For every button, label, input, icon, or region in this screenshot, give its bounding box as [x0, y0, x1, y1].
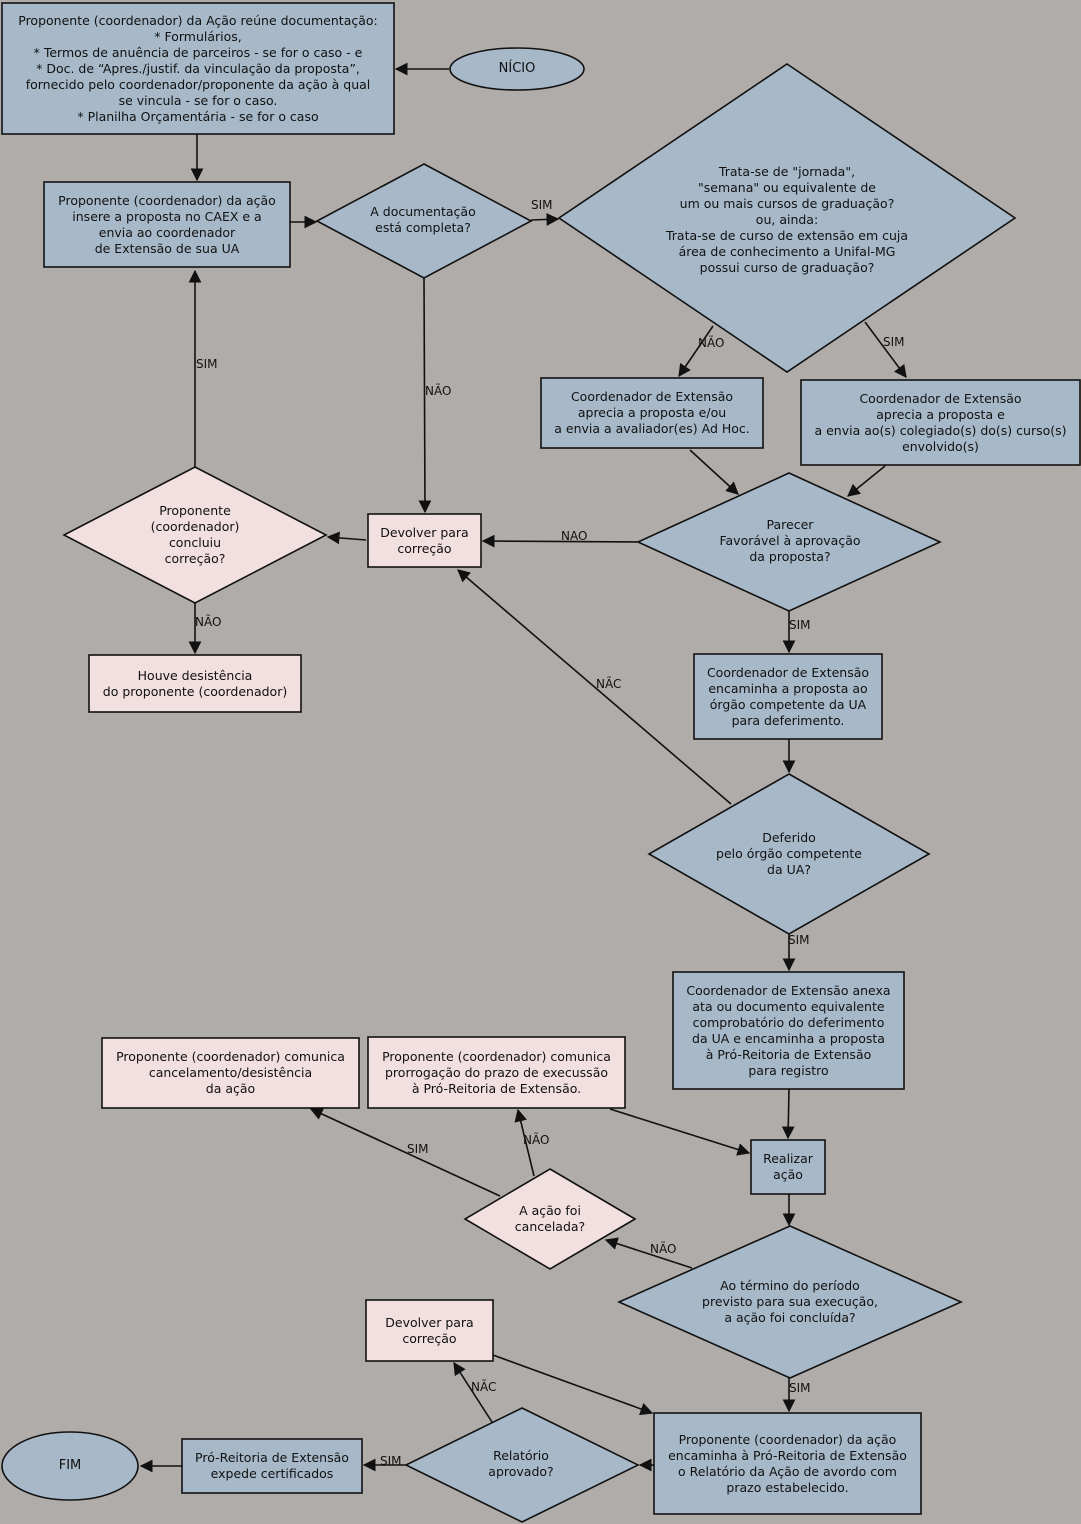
coord-adhoc-shape [540, 377, 764, 449]
comunica-cancelamento-shape [101, 1037, 360, 1109]
comunica-prorrogacao-shape [367, 1036, 626, 1109]
edge-label-parecer-nao: NAO [561, 529, 588, 543]
edge-label-cancelada-nao: NÃO [523, 1133, 550, 1147]
edge-label-termino-nao: NÃO [650, 1242, 677, 1256]
coord-colegiado-box: Coordenador de Extensão aprecia a propos… [814, 390, 1067, 454]
certificados-shape [181, 1438, 363, 1494]
relatorio-diamond [404, 1407, 640, 1523]
edge-adhoc-to-parecer [689, 449, 739, 495]
comunica-cancelamento-box: Proponente (coordenador) comunica cancel… [116, 1049, 345, 1096]
deferido-question: Deferido pelo órgão competente da UA? [716, 830, 862, 877]
edge-label-doc-nao: NÃO [425, 384, 452, 398]
desistencia-box: Houve desistência do proponente (coorden… [102, 667, 288, 699]
edge-relatorio-nao [453, 1361, 493, 1423]
end-node-label: FIM [58, 1458, 82, 1473]
realizar-acao-shape [750, 1139, 826, 1195]
jornada-diamond [557, 63, 1017, 373]
edge-label-jornada-sim: SIM [883, 335, 905, 349]
anexa-ata-shape [672, 971, 905, 1090]
edge-label-relatorio-nao: NÃC [471, 1380, 497, 1394]
termino-question: Ao término do período previsto para sua … [702, 1278, 878, 1325]
edge-label-doc-sim: SIM [531, 198, 553, 212]
edge-parecer-nao [481, 534, 639, 548]
insert-caex-shape [43, 181, 291, 268]
edge-jornada-sim [864, 321, 907, 379]
edge-label-parecer-sim: SIM [789, 618, 811, 632]
edge-doc-sim [530, 213, 560, 226]
jornada-question: Trata-se de "jornada", "semana" ou equiv… [665, 164, 909, 275]
doc-complete-question: A documentação está completa? [370, 204, 476, 235]
edge-label-deferido-sim: SIM [788, 933, 810, 947]
edge-colegiado-to-parecer [847, 465, 886, 497]
relatorio-encaminha-shape [653, 1412, 922, 1515]
edge-cancelada-nao [514, 1108, 535, 1177]
edge-termino-nao [604, 1237, 693, 1269]
edge-devolver-to-correcao [326, 531, 367, 545]
coord-colegiado-shape [800, 379, 1081, 466]
realizar-acao-box: Realizar ação [763, 1151, 813, 1182]
edge-prorrogacao-to-realizar [609, 1108, 751, 1156]
correcao-concluida-question: Proponente (coordenador) concluiu correç… [150, 503, 240, 566]
edge-label-deferido-nao: NÃC [596, 677, 622, 691]
relatorio-question: Relatório aprovado? [488, 1448, 554, 1479]
insert-caex-box: Proponente (coordenador) da ação insere … [58, 192, 276, 256]
relatorio-encaminha-box: Proponente (coordenador) da ação encamin… [668, 1431, 907, 1495]
edge-jornada-nao [678, 325, 714, 378]
edge-doc-nao [418, 277, 432, 514]
edge-label-cancelada-sim: SIM [407, 1142, 429, 1156]
coord-adhoc-box: Coordenador de Extensão aprecia a propos… [554, 389, 750, 436]
anexa-ata-box: Coordenador de Extensão anexa ata ou doc… [686, 982, 891, 1078]
comunica-prorrogacao-box: Proponente (coordenador) comunica prorro… [382, 1048, 611, 1096]
encaminha-orgao-shape [693, 653, 883, 740]
edge-label-jornada-nao: NÃO [698, 336, 725, 350]
encaminha-orgao-box: Coordenador de Extensão encaminha a prop… [706, 664, 870, 728]
cancelada-diamond [463, 1168, 637, 1270]
edge-ata-to-realizar [781, 1088, 795, 1140]
devolver-correcao-shape-1 [367, 513, 482, 568]
devolver-correcao-shape-2 [365, 1299, 494, 1362]
start-node-label: NÍCIO [498, 61, 536, 76]
devolver-correcao-box-2: Devolver para correção [385, 1314, 474, 1346]
devolver-correcao-box-1: Devolver para correção [380, 524, 469, 556]
certificados-box: Pró-Reitoria de Extensão expede certific… [195, 1450, 349, 1481]
gather-docs-box: Proponente (coordenador) da Ação reúne d… [18, 12, 378, 124]
cancelada-question: A ação foi cancelada? [514, 1203, 586, 1234]
edge-label-correcao-sim: SIM [196, 357, 218, 371]
edge-label-termino-sim: SIM [789, 1381, 811, 1395]
edge-devolver-to-relatorio [492, 1354, 654, 1416]
end-ellipse [1, 1431, 139, 1501]
start-ellipse [449, 47, 585, 91]
edge-cancelada-sim [309, 1108, 501, 1197]
parecer-question: Parecer Favorável à aprovação da propost… [719, 517, 861, 564]
edge-deferido-nao [457, 569, 732, 805]
gather-docs-shape [1, 2, 395, 135]
termino-diamond [617, 1225, 963, 1379]
edge-label-relatorio-sim: SIM [380, 1454, 402, 1468]
desistencia-shape [88, 654, 302, 713]
edge-label-correcao-nao: NÃO [195, 615, 222, 629]
